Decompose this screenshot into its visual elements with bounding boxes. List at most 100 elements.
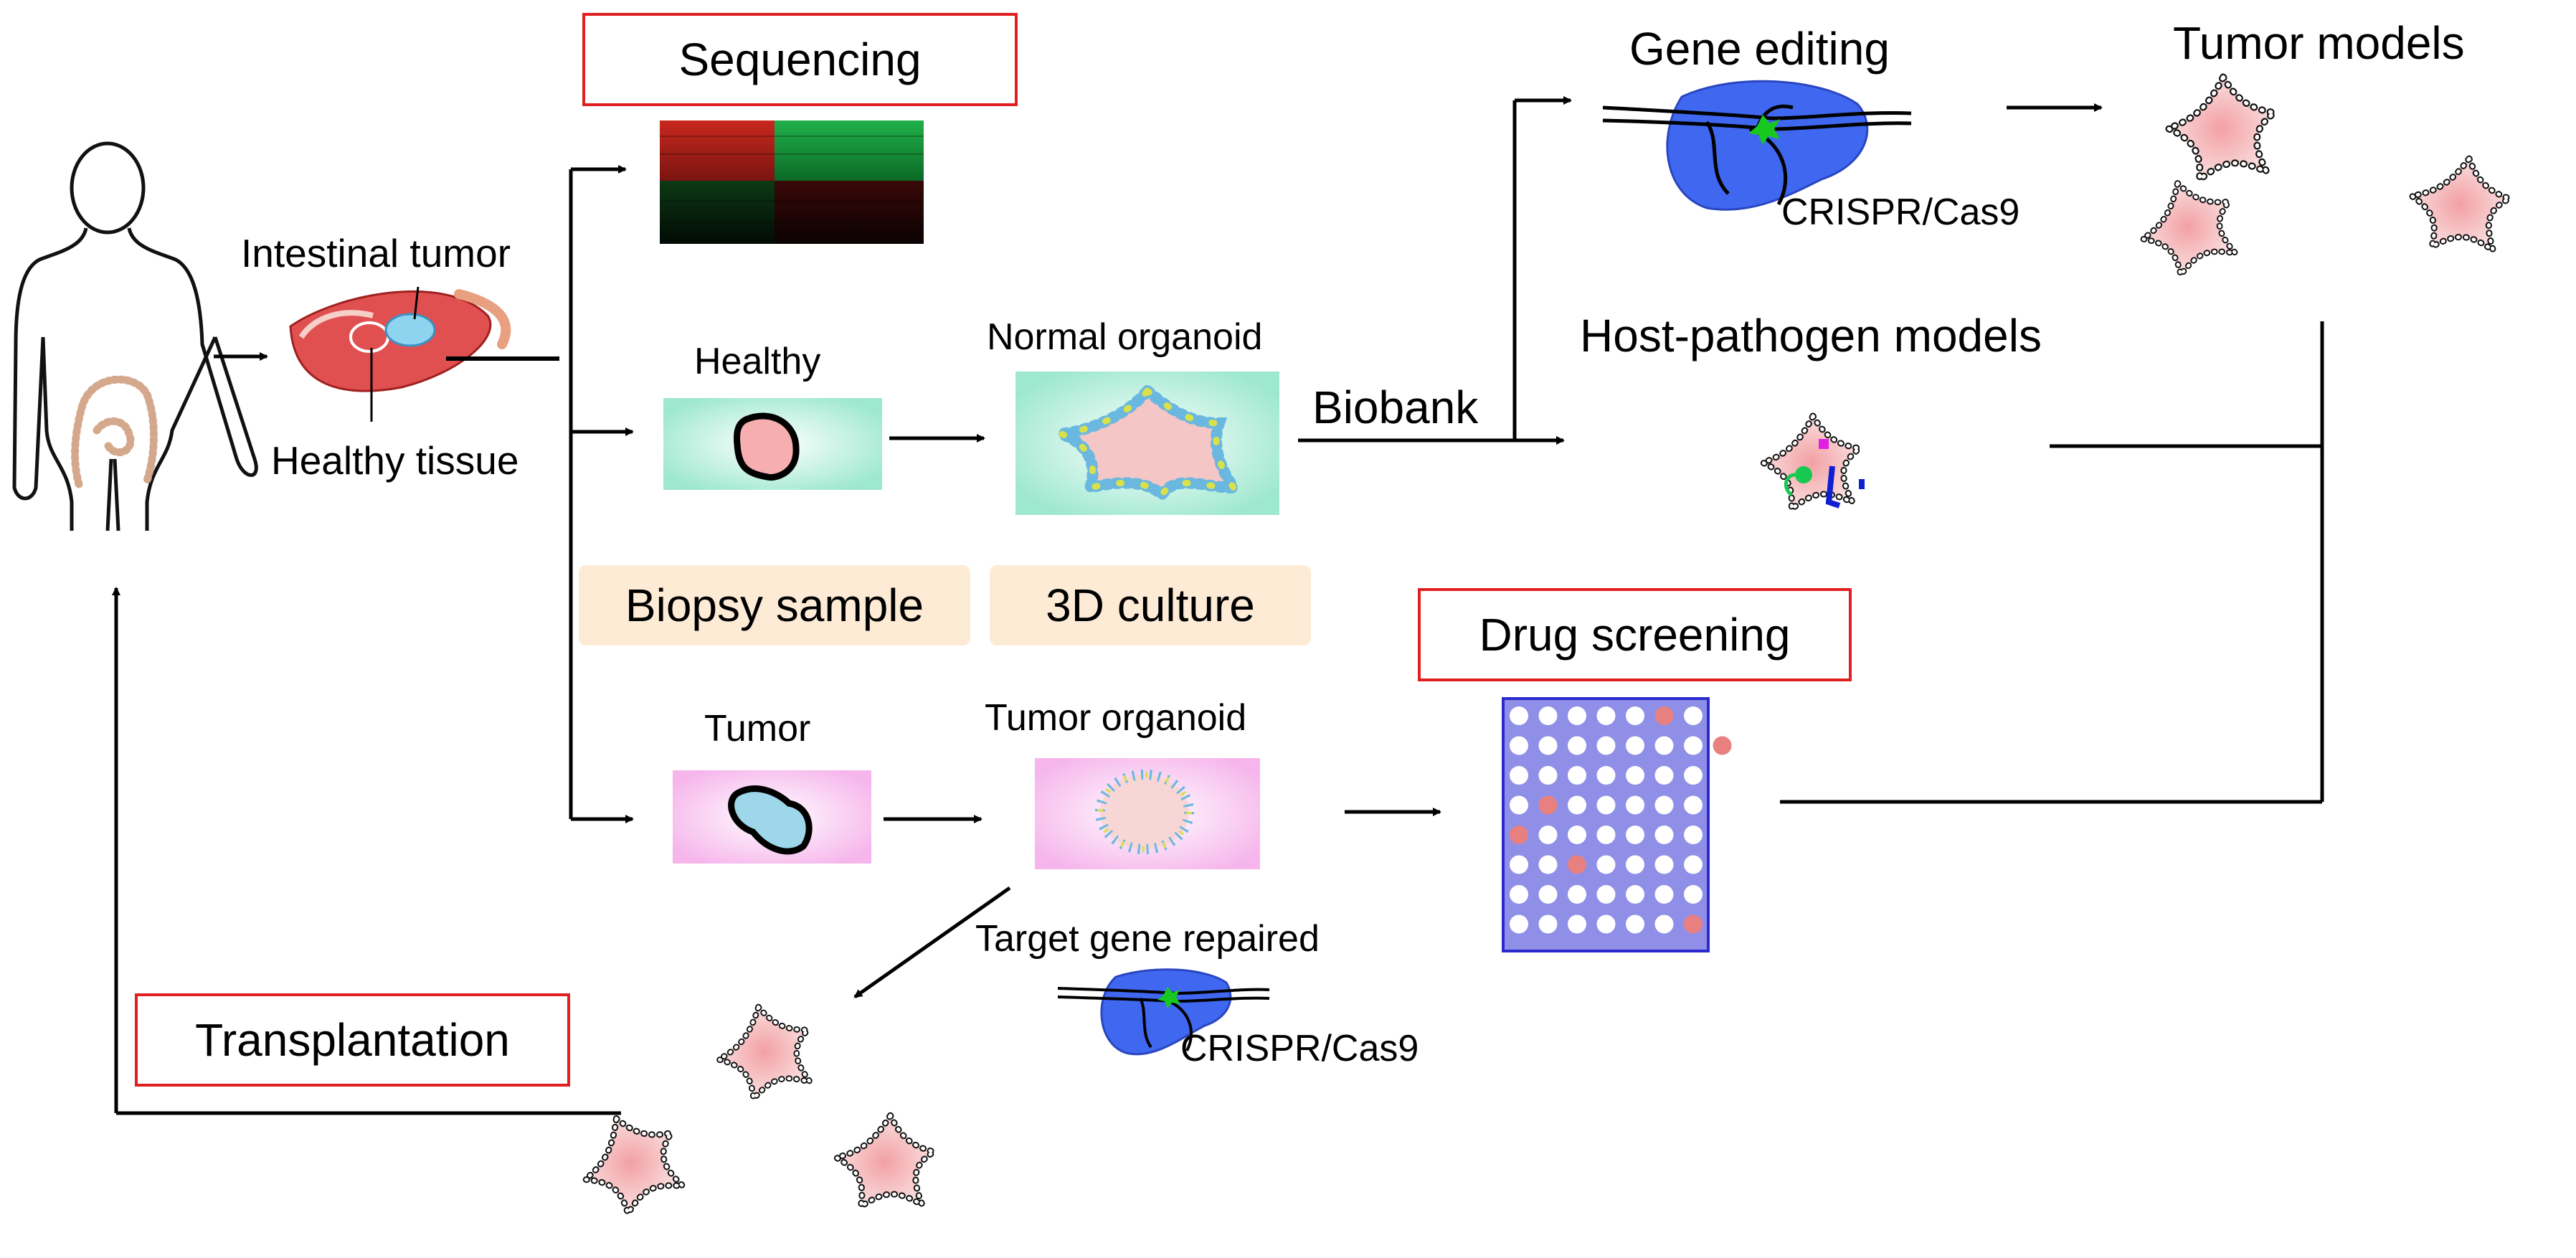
- plate-well-hit: [1713, 736, 1732, 755]
- host-pathogen-organoid: [1763, 416, 1860, 509]
- plate-well: [1654, 855, 1674, 874]
- plate-well: [1538, 914, 1558, 934]
- plate-well: [1510, 706, 1528, 725]
- tumor-model-organoid-1: [2168, 77, 2275, 180]
- healthy-tissue-label: Healthy tissue: [271, 438, 519, 483]
- plate-well: [1626, 795, 1644, 815]
- plate-well: [1568, 706, 1586, 725]
- pathogen-green: [1795, 466, 1812, 483]
- plate-well: [1510, 766, 1528, 785]
- plate-well: [1684, 736, 1703, 755]
- intestine-icon: [71, 375, 158, 488]
- tumor-biopsy-shape: [728, 785, 813, 855]
- plate-well: [1684, 885, 1703, 904]
- plate-well: [1538, 885, 1558, 904]
- plate-well: [1538, 766, 1558, 785]
- plate-well-hit: [1654, 706, 1674, 725]
- plate-well: [1596, 855, 1616, 874]
- plate-well: [1654, 914, 1674, 934]
- transplant-organoid-1: [711, 999, 818, 1103]
- plate-well: [1684, 795, 1703, 815]
- sequencing-box: Sequencing: [582, 13, 1018, 106]
- plate-well: [1713, 914, 1732, 934]
- plate-well: [1510, 736, 1528, 755]
- biopsy-sample-tag: Biopsy sample: [579, 565, 970, 645]
- transplant-organoid-3: [832, 1111, 937, 1212]
- tumor-organoid-shape: [1095, 770, 1194, 854]
- crispr-bottom-icon: [1057, 968, 1270, 1056]
- plate-well-hit: [1568, 855, 1586, 874]
- pathogen-green-tail: [1784, 473, 1796, 496]
- right-connector: [1780, 321, 2324, 804]
- branch-lines: [569, 165, 634, 823]
- plate-well: [1713, 885, 1732, 904]
- plate-well: [1626, 736, 1644, 755]
- plate-well-hit: [1684, 914, 1703, 934]
- plate-well: [1538, 855, 1558, 874]
- plate-well: [1654, 736, 1674, 755]
- plate-well: [1568, 766, 1586, 785]
- plate-well: [1626, 766, 1644, 785]
- pathogen-magenta: [1819, 439, 1829, 449]
- plate-well: [1626, 885, 1644, 904]
- intestinal-tumor-label: Intestinal tumor: [241, 231, 511, 275]
- plate-well: [1596, 795, 1616, 815]
- plate-well: [1626, 855, 1644, 874]
- plate-well: [1626, 706, 1644, 725]
- tumor-model-organoid-3: [2404, 150, 2516, 258]
- human-figure-icon: [12, 141, 258, 531]
- transplant-organoid-2: [569, 1102, 692, 1223]
- plate-well: [1684, 826, 1703, 844]
- tumor-leader-line: [413, 286, 420, 320]
- crispr-top-label: CRISPR/Cas9: [1781, 191, 2020, 233]
- plate-well: [1654, 826, 1674, 844]
- plate-well: [1596, 914, 1616, 934]
- plate-well: [1510, 914, 1528, 934]
- plate-well: [1568, 826, 1586, 844]
- plate-well: [1654, 766, 1674, 785]
- pathogen-blue: [1825, 465, 1841, 509]
- plate-well: [1538, 826, 1558, 844]
- plate-well: [1684, 706, 1703, 725]
- arrow-organoid-to-transplant: [853, 886, 1011, 999]
- return-to-human-line: [112, 587, 621, 1115]
- plate-well: [1713, 826, 1732, 844]
- plate-well: [1510, 855, 1528, 874]
- host-pathogen-label: Host-pathogen models: [1580, 310, 2042, 361]
- culture-3d-tag: 3D culture: [990, 565, 1311, 645]
- plate-well: [1568, 885, 1586, 904]
- tumor-label: Tumor: [704, 708, 811, 749]
- plate-well: [1654, 795, 1674, 815]
- healthy-label: Healthy: [694, 341, 821, 382]
- plate-well: [1684, 766, 1703, 785]
- plate-well: [1713, 706, 1732, 725]
- transplantation-box: Transplantation: [135, 993, 570, 1087]
- tumor-model-organoid-2: [2131, 171, 2243, 282]
- plate-well: [1510, 885, 1528, 904]
- plate-well: [1568, 914, 1586, 934]
- plate-well: [1596, 706, 1616, 725]
- plate-well: [1626, 826, 1644, 844]
- plate-well-hit: [1510, 826, 1528, 844]
- plate-well: [1538, 706, 1558, 725]
- plate-well: [1596, 766, 1616, 785]
- tumor-models-label: Tumor models: [2173, 17, 2465, 69]
- target-gene-repaired-label: Target gene repaired: [975, 918, 1320, 960]
- tumor-organoid-label: Tumor organoid: [985, 697, 1247, 739]
- drug-plate-wells: [1510, 706, 1732, 934]
- plate-well: [1713, 795, 1732, 815]
- plate-well: [1596, 885, 1616, 904]
- gene-editing-label: Gene editing: [1629, 23, 1890, 75]
- intestinal-tissue-icon: [289, 289, 511, 392]
- plate-well: [1596, 736, 1616, 755]
- plate-well: [1568, 795, 1586, 815]
- plate-well: [1713, 855, 1732, 874]
- plate-well: [1510, 795, 1528, 815]
- drug-screening-box: Drug screening: [1418, 588, 1852, 681]
- sequencing-heatmap: [660, 120, 924, 244]
- healthy-biopsy-shape: [734, 412, 800, 481]
- plate-well: [1596, 826, 1616, 844]
- crispr-bottom-label: CRISPR/Cas9: [1180, 1028, 1419, 1069]
- plate-well: [1538, 736, 1558, 755]
